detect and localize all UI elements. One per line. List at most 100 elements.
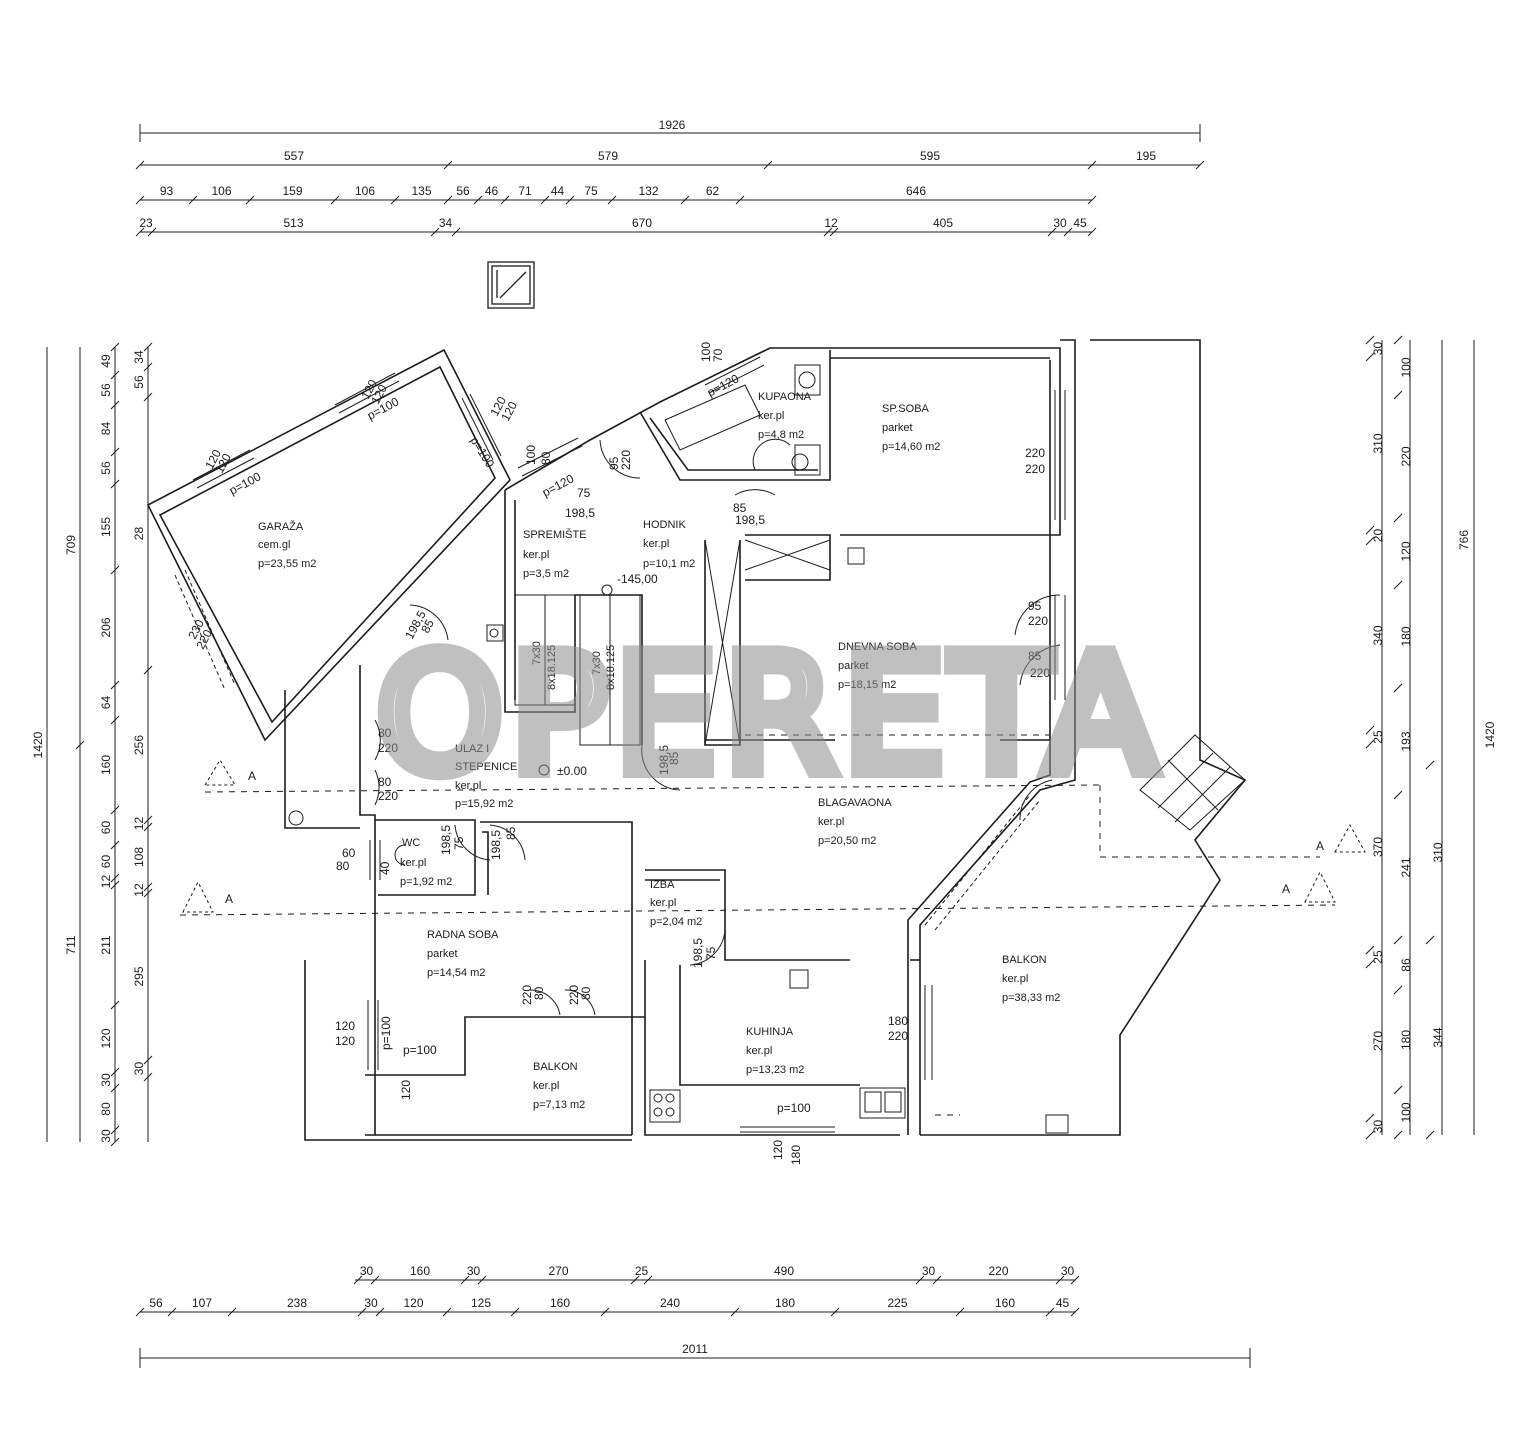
dim-right-col-b: 180 bbox=[1399, 626, 1413, 646]
opening-dimension-label: 220 bbox=[1025, 446, 1045, 460]
svg-text:p=13,23 m2: p=13,23 m2 bbox=[746, 1064, 804, 1076]
svg-text:STEPENICE: STEPENICE bbox=[455, 761, 517, 773]
opening-dimension-label: 70 bbox=[711, 348, 725, 362]
dim-left-col-b: 12 bbox=[132, 883, 146, 897]
dimension-tick bbox=[607, 195, 617, 205]
room-hodnik: HODNIK ker.pl p=10,1 m2 bbox=[643, 519, 695, 570]
room-balkon-small: BALKON ker.pl p=7,13 m2 bbox=[533, 1061, 585, 1111]
opening-dimension-label: 80 bbox=[579, 986, 593, 1000]
dimension-tick bbox=[1425, 935, 1435, 945]
dim-bottom-row1-label: 30 bbox=[1061, 1264, 1075, 1278]
dimension-tick bbox=[1393, 513, 1403, 523]
svg-text:KUHINJA: KUHINJA bbox=[746, 1026, 794, 1038]
dimension-tick bbox=[110, 1125, 120, 1135]
dim-left-col-a: 120 bbox=[99, 1028, 113, 1048]
svg-text:WC: WC bbox=[402, 837, 420, 849]
room-kuhinja: KUHINJA ker.pl p=13,23 m2 bbox=[746, 1026, 804, 1076]
dim-right-col-c: 344 bbox=[1431, 1027, 1445, 1047]
opening-dimension-label: 198,5 bbox=[691, 938, 705, 968]
dim-left-col-a: 80 bbox=[99, 1102, 113, 1116]
dim-left-col-b: 295 bbox=[132, 966, 146, 986]
section-label-a2: A bbox=[225, 892, 233, 906]
dim-top-row4-label: 513 bbox=[283, 216, 303, 230]
opening-dimension-label: 85 bbox=[418, 617, 437, 636]
dim-left-col-b: 108 bbox=[132, 847, 146, 867]
dimension-tick bbox=[1365, 945, 1375, 955]
dim-left-sub: 711 bbox=[64, 935, 78, 954]
dimension-tick bbox=[1055, 1275, 1065, 1285]
opening-dimension-label: 80 bbox=[539, 451, 553, 465]
dim-left-col-a: 206 bbox=[99, 617, 113, 637]
dim-top-total: 1926 bbox=[659, 118, 686, 132]
dimension-tick bbox=[143, 1055, 153, 1065]
room-dnevna-soba: DNEVNA SOBA parket p=18,15 m2 bbox=[838, 641, 918, 691]
section-label-a3: A bbox=[1316, 839, 1324, 853]
svg-text:p=18,15 m2: p=18,15 m2 bbox=[838, 679, 896, 691]
opening-dimension-label: 85 bbox=[1028, 649, 1042, 663]
dimension-tick bbox=[643, 1275, 653, 1285]
dimension-tick bbox=[1393, 985, 1403, 995]
dimension-tick bbox=[143, 342, 153, 352]
dim-left-col-a: 60 bbox=[99, 821, 113, 835]
dim-left-col-a: 64 bbox=[99, 696, 113, 710]
dimension-tick bbox=[1045, 1307, 1055, 1317]
shaft bbox=[704, 539, 831, 746]
dimension-tick bbox=[143, 1072, 153, 1082]
dim-right-total: 1420 bbox=[1483, 721, 1497, 748]
dim-left-col-a: 56 bbox=[99, 461, 113, 475]
dim-bottom-row2-label: 180 bbox=[775, 1296, 795, 1310]
dim-left-total: 1420 bbox=[31, 731, 45, 758]
opening-dimension-label: 220 bbox=[1028, 614, 1048, 628]
dim-right-col-b: 180 bbox=[1399, 1030, 1413, 1050]
dim-top-row3-label: 106 bbox=[355, 184, 375, 198]
dim-top-row4-label: 30 bbox=[1053, 216, 1067, 230]
dimension-tick bbox=[110, 880, 120, 890]
dim-bottom-row2-label: 107 bbox=[192, 1296, 212, 1310]
opening-dimension-label: 220 bbox=[567, 985, 581, 1005]
dimension-tick bbox=[1365, 1113, 1375, 1123]
dimension-tick bbox=[110, 873, 120, 883]
north-arrow-icon bbox=[487, 261, 535, 309]
dimension-tick bbox=[1393, 683, 1403, 693]
svg-text:SPREMIŠTE: SPREMIŠTE bbox=[523, 528, 587, 541]
left-dimension-chain bbox=[46, 342, 153, 1147]
opening-dimension-label: 75 bbox=[704, 946, 718, 960]
dimension-tick bbox=[110, 805, 120, 815]
svg-text:ker.pl: ker.pl bbox=[1002, 973, 1028, 985]
dim-bottom-row2-label: 160 bbox=[995, 1296, 1015, 1310]
dimension-tick bbox=[1365, 725, 1375, 735]
dimension-tick bbox=[1087, 227, 1097, 237]
svg-text:p=14,60 m2: p=14,60 m2 bbox=[882, 441, 940, 453]
dimension-tick bbox=[630, 1275, 640, 1285]
dim-left-col-a: 12 bbox=[99, 875, 113, 889]
dimension-tick bbox=[1365, 739, 1375, 749]
level-markers bbox=[538, 584, 613, 776]
dim-top-row3-label: 159 bbox=[282, 184, 302, 198]
dimension-tick bbox=[1425, 1130, 1435, 1140]
svg-text:p=15,92 m2: p=15,92 m2 bbox=[455, 798, 513, 810]
dimension-tick bbox=[1393, 935, 1403, 945]
opening-dimension-label: 220 bbox=[888, 1029, 908, 1043]
dimension-tick bbox=[110, 342, 120, 352]
svg-text:ker.pl: ker.pl bbox=[746, 1045, 772, 1057]
opening-dimension-label: 95 bbox=[607, 456, 621, 470]
opening-dimension-label: 120 bbox=[335, 1034, 355, 1048]
opening-dimension-label: 75 bbox=[577, 486, 591, 500]
dim-top-row3-label: 71 bbox=[518, 184, 532, 198]
dim-right-col-b: 86 bbox=[1399, 958, 1413, 972]
svg-text:ker.pl: ker.pl bbox=[455, 780, 481, 792]
dimension-tick bbox=[1365, 536, 1375, 546]
dimension-tick bbox=[565, 195, 575, 205]
dimension-tick bbox=[110, 680, 120, 690]
dimension-tick bbox=[1393, 1085, 1403, 1095]
svg-text:DNEVNA SOBA: DNEVNA SOBA bbox=[838, 641, 918, 653]
dim-bottom-row1-label: 30 bbox=[922, 1264, 936, 1278]
room-garaza: GARAŽA cem.gl p=23,55 m2 bbox=[258, 520, 316, 570]
room-ulaz-stepenice: ULAZ I STEPENICE ker.pl p=15,92 m2 bbox=[455, 743, 517, 810]
svg-text:IZBA: IZBA bbox=[650, 879, 675, 891]
top-dimension-chain bbox=[135, 124, 1205, 237]
dimension-tick bbox=[1393, 790, 1403, 800]
dim-bottom-row2-label: 56 bbox=[149, 1296, 163, 1310]
dim-bottom-row1-label: 220 bbox=[988, 1264, 1008, 1278]
